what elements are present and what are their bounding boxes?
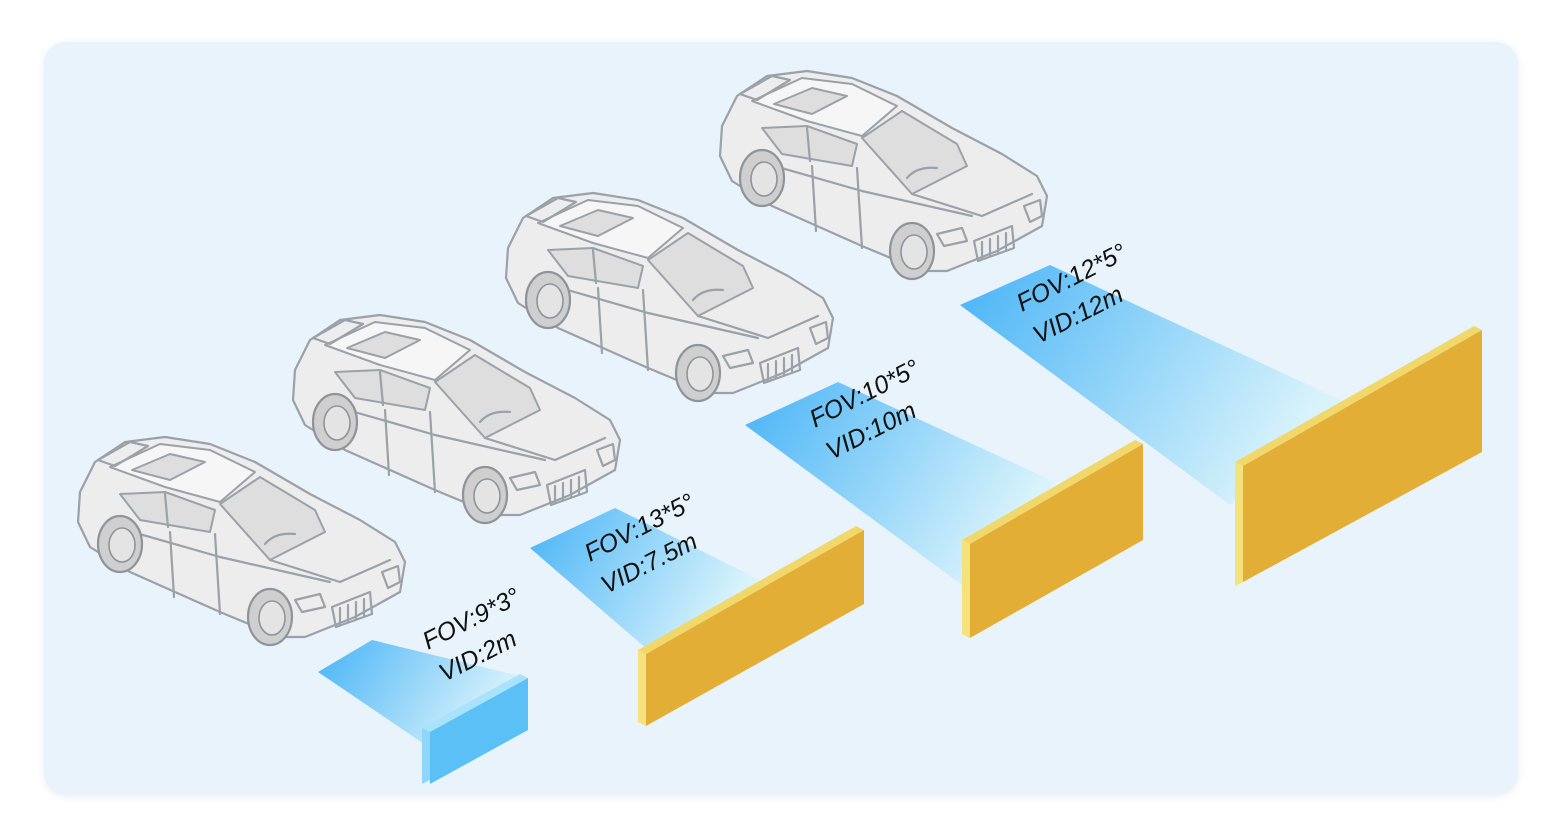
virtual-screen — [1243, 330, 1482, 582]
hud-group-2 — [291, 313, 864, 726]
car-4 — [718, 69, 1049, 281]
virtual-screen — [430, 678, 528, 784]
virtual-screen-top — [422, 674, 528, 732]
virtual-screen-side — [1235, 458, 1243, 586]
hud-group-3 — [504, 191, 1143, 638]
projection-beam — [960, 265, 1345, 505]
car-2 — [291, 313, 622, 525]
projection-beam — [318, 640, 520, 748]
hud-group-1 — [76, 435, 528, 784]
virtual-screen — [970, 444, 1143, 638]
virtual-screen-side — [638, 646, 646, 726]
car-1 — [76, 435, 407, 647]
virtual-screen-side — [422, 724, 430, 784]
hud-group-4 — [718, 69, 1482, 586]
virtual-screen-top — [962, 440, 1143, 544]
virtual-screen-top — [638, 526, 864, 654]
virtual-screen — [646, 530, 864, 726]
virtual-screen-side — [962, 536, 970, 638]
car-3 — [504, 191, 835, 403]
virtual-screen-top — [1235, 326, 1482, 466]
